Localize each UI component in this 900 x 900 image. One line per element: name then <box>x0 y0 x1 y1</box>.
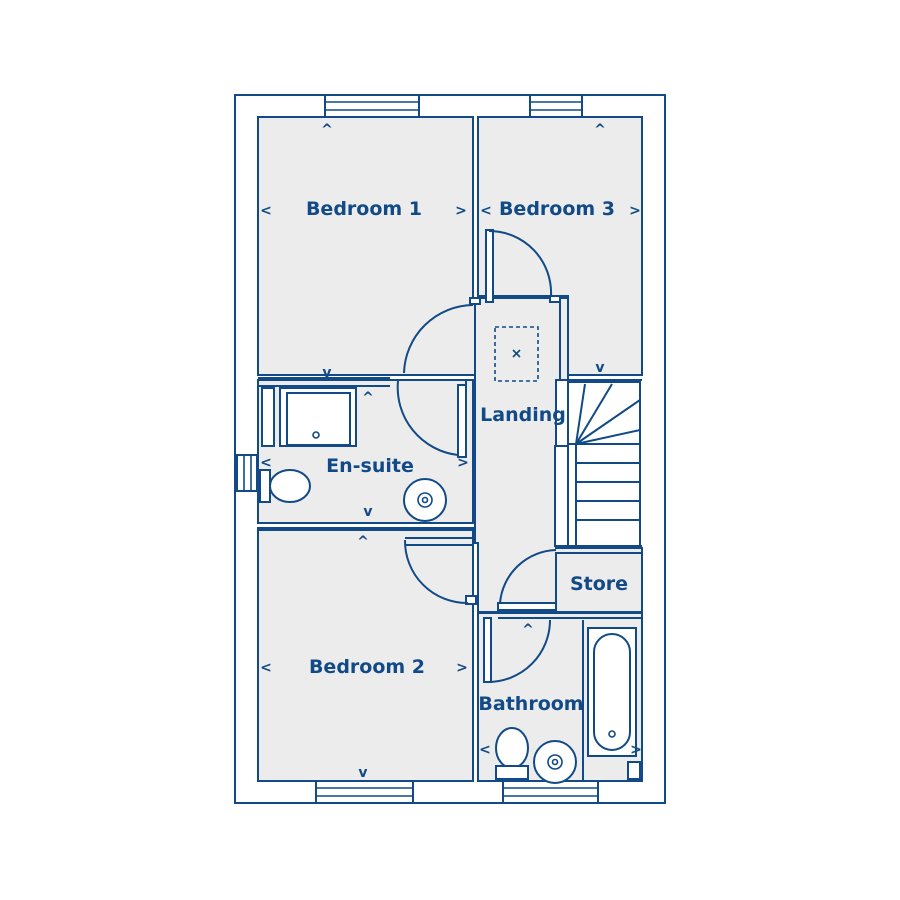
label-bedroom-3: Bedroom 3 <box>499 198 615 220</box>
door-store <box>497 549 557 611</box>
arrow-up-icon: ^ <box>594 122 606 138</box>
window-ensuite <box>236 454 258 492</box>
store-floor <box>555 552 643 614</box>
label-store: Store <box>570 573 628 595</box>
arrow-right-icon: > <box>456 660 468 676</box>
arrow-up-icon: ^ <box>362 390 374 406</box>
door-bathroom <box>483 617 551 683</box>
arrow-right-icon: > <box>630 742 642 758</box>
arrow-down-icon: v <box>363 504 372 520</box>
arrow-up-icon: ^ <box>522 622 534 638</box>
arrow-left-icon: < <box>260 660 272 676</box>
window-bedroom2 <box>315 780 414 804</box>
internal-walls <box>258 117 642 781</box>
door-bedroom-2 <box>403 539 477 605</box>
ensuite-basin <box>403 478 447 522</box>
label-bedroom-2: Bedroom 2 <box>309 656 425 678</box>
arrow-down-icon: v <box>595 360 604 376</box>
bathroom-basin <box>533 740 577 784</box>
bathroom-toilet <box>495 727 529 780</box>
arrow-right-icon: > <box>457 455 469 471</box>
bedroom-1-floor <box>257 116 481 376</box>
arrow-down-icon: v <box>358 765 367 781</box>
label-ensuite: En-suite <box>326 455 414 477</box>
shower-tray <box>261 387 357 447</box>
staircase <box>554 381 641 547</box>
bath <box>587 627 637 757</box>
bedroom-2-floor <box>257 527 474 782</box>
arrow-left-icon: < <box>480 203 492 219</box>
arrow-right-icon: > <box>629 203 641 219</box>
arrow-right-icon: > <box>455 203 467 219</box>
arrow-left-icon: < <box>479 742 491 758</box>
loft-hatch <box>494 326 539 382</box>
window-bedroom1 <box>324 94 420 118</box>
bathroom-cupboard <box>627 761 641 780</box>
door-bedroom-3 <box>485 229 561 303</box>
arrow-left-icon: < <box>260 203 272 219</box>
window-bathroom <box>502 780 599 804</box>
door-ensuite <box>396 380 467 458</box>
arrow-left-icon: < <box>260 455 272 471</box>
arrow-up-icon: ^ <box>357 534 369 550</box>
label-bathroom: Bathroom <box>478 693 583 715</box>
ensuite-toilet <box>259 469 311 503</box>
arrow-up-icon: ^ <box>321 122 333 138</box>
arrow-down-icon: v <box>322 365 331 381</box>
label-landing: Landing <box>480 404 566 426</box>
label-bedroom-1: Bedroom 1 <box>306 198 422 220</box>
door-bedroom-1 <box>403 297 481 374</box>
window-bedroom3 <box>529 94 583 118</box>
